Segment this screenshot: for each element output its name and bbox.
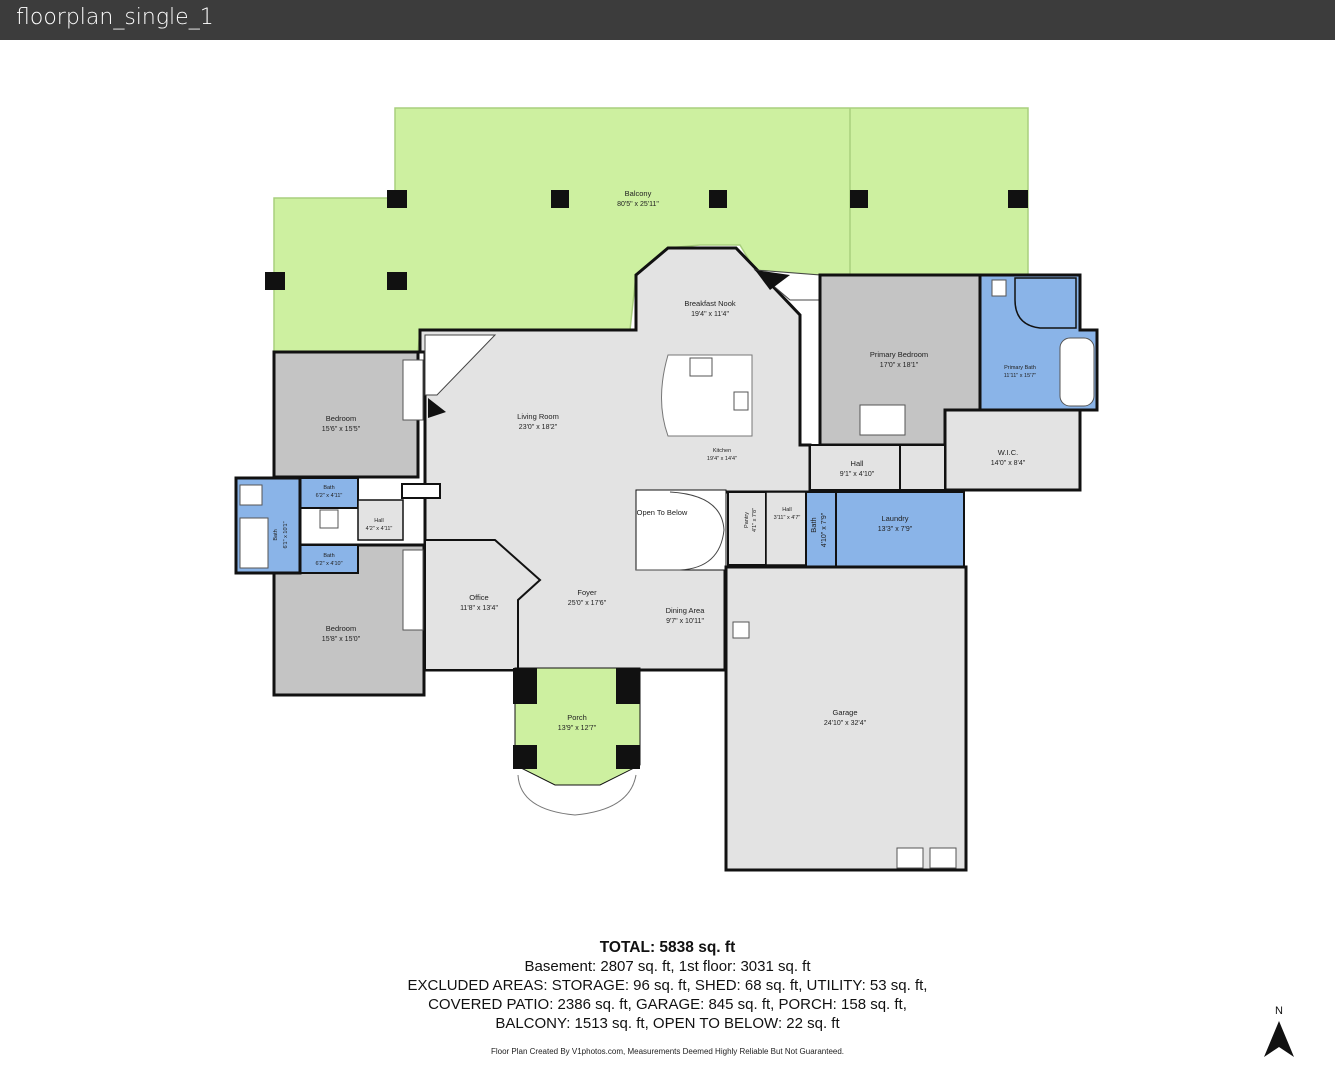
bath-side-name: Bath [273, 529, 279, 540]
area-summary: TOTAL: 5838 sq. ft Basement: 2807 sq. ft… [300, 938, 1035, 1033]
garage-area [724, 565, 968, 872]
title-bar: floorplan_single_1 [0, 0, 1335, 40]
garage-name: Garage [832, 708, 857, 717]
primary-bedroom-dim: 17'0" x 18'1" [880, 362, 919, 369]
balcony-name: Balcony [625, 189, 652, 198]
hall-west-dim: 4'2" x 4'11" [366, 526, 393, 532]
open-to-below-name: Open To Below [637, 508, 688, 517]
bedroom-2-name: Bedroom [326, 624, 356, 633]
wic-name: W.I.C. [998, 448, 1018, 457]
breakfast-nook-name: Breakfast Nook [684, 299, 736, 308]
bedroom-1-dim: 15'6" x 15'5" [322, 426, 361, 433]
floor-plan: Balcony 80'5" x 25'11" Breakfast Nook 19… [234, 107, 1099, 872]
total-area: TOTAL: 5838 sq. ft [599, 939, 736, 956]
room-labels: Balcony 80'5" x 25'11" Breakfast Nook 19… [273, 189, 1036, 732]
porch-name: Porch [567, 713, 587, 722]
bedroom-1-name: Bedroom [326, 414, 356, 423]
compass: N [1262, 1005, 1296, 1065]
bath-upper-dim: 6'2" x 4'11" [316, 493, 343, 499]
hall-small-name: Hall [782, 507, 791, 513]
garage-dim: 24'10" x 32'4" [824, 720, 867, 727]
wic-dim: 14'0" x 8'4" [991, 460, 1026, 467]
bath-lower-name: Bath [323, 553, 334, 559]
summary-line-3: COVERED PATIO: 2386 sq. ft, GARAGE: 845 … [428, 996, 907, 1013]
balcony-area [265, 107, 1029, 353]
kitchen-dim: 19'4" x 14'4" [707, 456, 737, 462]
balcony-dim: 80'5" x 25'11" [617, 201, 659, 208]
living-room-dim: 23'0" x 18'2" [519, 424, 558, 431]
pantry-name: Pantry [744, 512, 750, 528]
bath-utility-name: Bath [809, 517, 818, 532]
kitchen-name: Kitchen [713, 448, 731, 454]
pantry-dim: 4'1" x 7'8" [752, 508, 758, 532]
summary-line-2: EXCLUDED AREAS: STORAGE: 96 sq. ft, SHED… [407, 977, 928, 994]
footer-credit: Floor Plan Created By V1photos.com, Meas… [490, 1047, 845, 1056]
hall-east-name: Hall [851, 459, 864, 468]
breakfast-nook-dim: 19'4" x 11'4" [691, 311, 729, 318]
laundry-name: Laundry [881, 514, 908, 523]
dining-area-name: Dining Area [666, 606, 706, 615]
summary-line-4: BALCONY: 1513 sq. ft, OPEN TO BELOW: 22 … [495, 1015, 840, 1032]
bedroom-2-dim: 15'8" x 15'0" [322, 636, 361, 643]
primary-bath-dim: 11'11" x 15'7" [1004, 373, 1036, 379]
window-title: floorplan_single_1 [16, 5, 214, 30]
living-room-name: Living Room [517, 412, 559, 421]
office-name: Office [469, 593, 488, 602]
west-wing [234, 350, 441, 697]
foyer-name: Foyer [577, 588, 597, 597]
primary-bedroom-name: Primary Bedroom [870, 350, 928, 359]
porch-dim: 13'9" x 12'7" [558, 725, 597, 732]
porch-area [513, 667, 641, 816]
compass-label: N [1275, 1005, 1283, 1017]
dining-area-dim: 9'7" x 10'11" [666, 618, 704, 625]
hall-east-dim: 9'1" x 4'10" [840, 471, 875, 478]
north-arrow-icon [1264, 1021, 1294, 1057]
summary-line-1: Basement: 2807 sq. ft, 1st floor: 3031 s… [524, 958, 811, 975]
laundry-dim: 13'3" x 7'9" [878, 526, 913, 533]
primary-bath-name: Primary Bath [1004, 365, 1036, 371]
bath-side-dim: 6'1" x 10'1" [283, 521, 289, 548]
hall-west-name: Hall [374, 518, 383, 524]
bath-lower-dim: 6'2" x 4'10" [315, 561, 342, 567]
foyer-dim: 25'0" x 17'6" [568, 600, 607, 607]
east-wing [727, 273, 1099, 568]
office-dim: 11'8" x 13'4" [460, 605, 498, 612]
hall-small-dim: 3'11" x 4'7" [774, 515, 801, 521]
bath-utility-dim: 4'10" x 7'9" [821, 512, 828, 547]
bath-upper-name: Bath [323, 485, 334, 491]
